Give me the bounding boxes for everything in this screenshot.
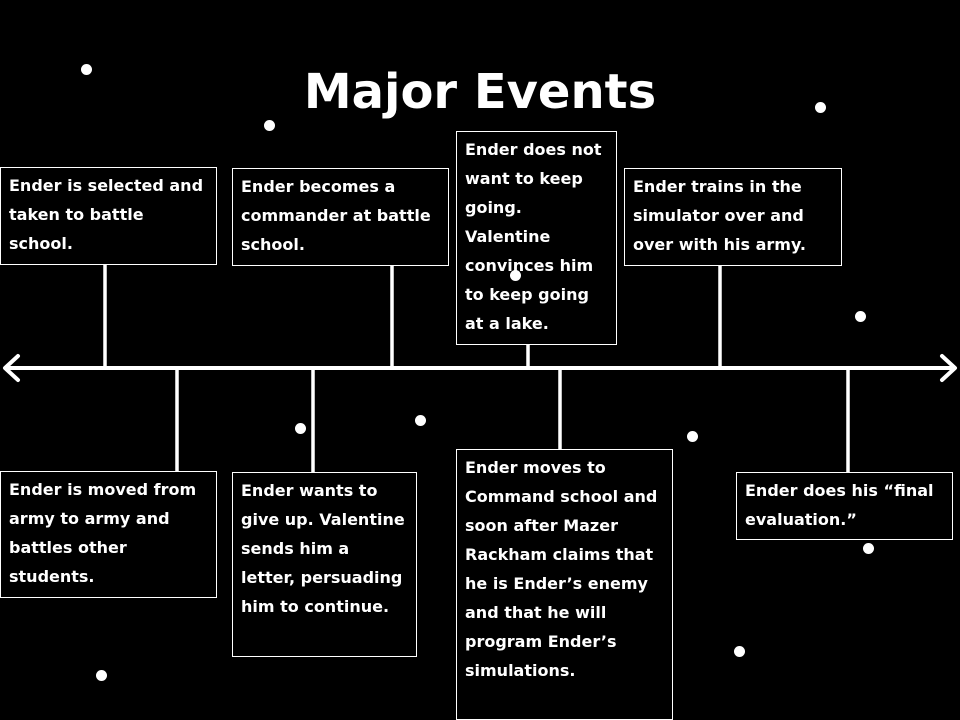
decorative-dot	[415, 415, 426, 426]
decorative-dot	[295, 423, 306, 434]
timeline-left-arrowhead	[3, 354, 20, 382]
decorative-dot	[510, 270, 521, 281]
decorative-dot	[687, 431, 698, 442]
decorative-dot	[264, 120, 275, 131]
decorative-dot	[734, 646, 745, 657]
timeline-right-arrowhead	[940, 354, 957, 382]
slide-title: Major Events	[303, 64, 657, 120]
event-box-above-2: Ender becomes a commander at battle scho…	[232, 168, 449, 266]
decorative-dot	[96, 670, 107, 681]
event-box-below-1: Ender is moved from army to army and bat…	[0, 471, 217, 598]
event-box-below-4: Ender does his “final evaluation.”	[736, 472, 953, 540]
decorative-dot	[863, 543, 874, 554]
decorative-dot	[81, 64, 92, 75]
event-box-above-1: Ender is selected and taken to battle sc…	[0, 167, 217, 265]
decorative-dot	[855, 311, 866, 322]
event-box-above-3: Ender does not want to keep going. Valen…	[456, 131, 617, 345]
event-box-below-3: Ender moves to Command school and soon a…	[456, 449, 673, 720]
decorative-dot	[815, 102, 826, 113]
event-box-above-4: Ender trains in the simulator over and o…	[624, 168, 842, 266]
event-box-below-2: Ender wants to give up. Valentine sends …	[232, 472, 417, 657]
